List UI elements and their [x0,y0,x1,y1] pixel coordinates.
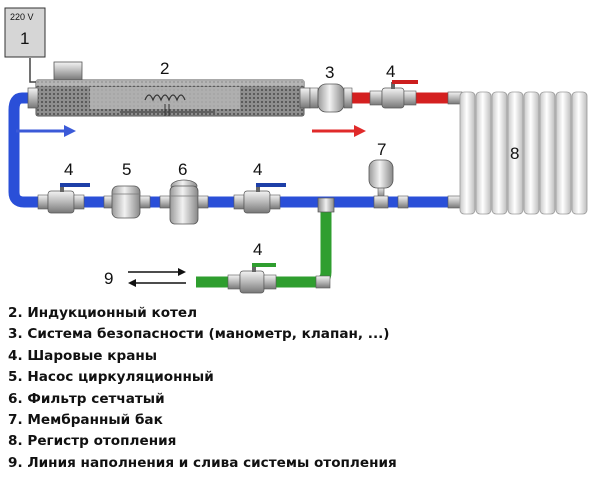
voltage-label: 220 V [10,12,34,22]
membrane-tank: 7 [368,140,409,209]
ball-valve-middle: 4 [233,160,286,214]
heating-system-diagram: 220 V 1 2 3 4 [4,7,588,294]
callout-3: 3 [325,63,334,82]
legend-item: 5. Насос циркуляционный [8,369,214,386]
induction-boiler: 2 [27,59,311,117]
pipes [8,92,460,288]
ball-valve-top: 4 [369,62,418,109]
tee-fitting [317,197,335,213]
callout-7: 7 [377,140,386,159]
legend-item: 8. Регистр отопления [8,433,177,450]
power-supply: 220 V 1 [4,7,46,83]
radiator-fin [523,91,540,215]
legend-item: 6. Фильтр сетчатый [8,390,165,407]
radiator-fin [459,91,476,215]
legend-item: 2. Индукционный котел [8,305,198,321]
callout-9: 9 [104,269,113,288]
arrow-red-right [312,125,366,137]
callout-1: 1 [20,29,29,48]
radiator-fin [539,91,556,215]
legend-item: 4. Шаровые краны [8,347,158,364]
callout-5: 5 [122,160,131,179]
radiator-fin [491,91,508,215]
legend-list: 2. Индукционный котел 3. Система безопас… [8,303,397,474]
radiator-fin [507,91,524,215]
flow-arrows: 9 [16,125,366,288]
callout-4-top: 4 [386,62,395,81]
ball-valve-left: 4 [37,160,90,214]
safety-group: 3 [309,63,353,113]
radiator-fin [555,91,572,215]
radiator-fin [475,91,492,215]
ball-valve-fill-line: 4 [227,240,331,294]
callout-2: 2 [160,59,169,78]
arrow-blue-right [16,125,76,137]
fill-drain-arrows [128,268,186,287]
callout-6: 6 [178,160,187,179]
return-pipe [8,92,460,208]
mesh-filter: 6 [159,160,209,225]
circulation-pump: 5 [103,160,151,219]
callout-8: 8 [510,144,519,163]
legend-item: 3. Система безопасности (манометр, клапа… [8,326,390,343]
legend-item: 7. Мембранный бак [8,411,163,428]
callout-4-left: 4 [64,160,73,179]
legend-item: 9. Линия наполнения и слива системы отоп… [8,454,397,471]
heating-radiator: 8 [447,91,588,215]
radiator-fin [571,91,588,215]
callout-4-bottom: 4 [253,240,262,259]
callout-4-middle: 4 [253,160,262,179]
